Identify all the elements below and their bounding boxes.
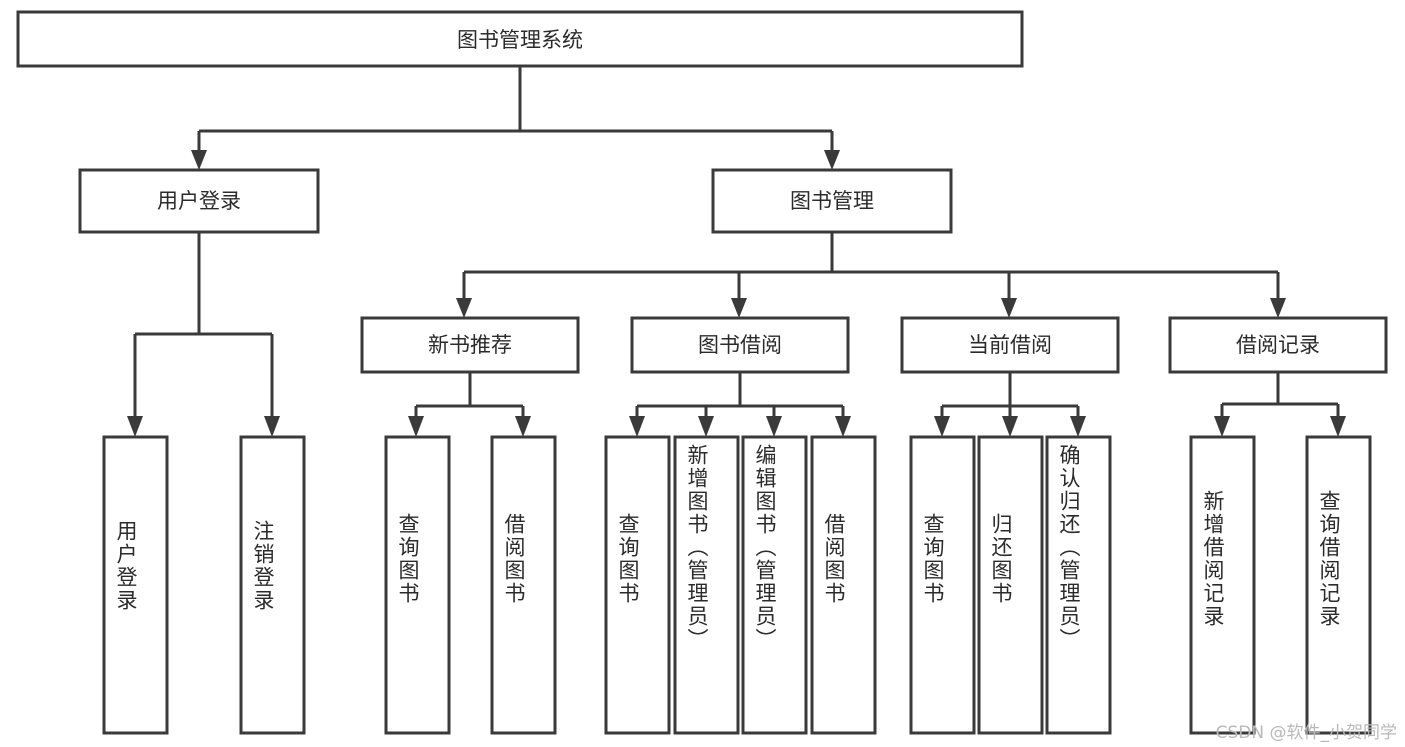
node-book-borrow-box[interactable]	[630, 316, 850, 374]
connector-user-login-to-leaves	[127, 232, 280, 437]
leaf-box-edit-book-admin[interactable]	[741, 435, 808, 735]
node-borrow-records-box[interactable]	[1168, 316, 1388, 374]
watermark-text: CSDN @软件_小贺同学	[1215, 723, 1397, 743]
node-new-book-recommend-label: 新书推荐	[428, 333, 512, 357]
node-current-borrow-label: 当前借阅	[968, 333, 1052, 357]
connector-root-to-level2	[191, 66, 840, 170]
node-root-box[interactable]	[16, 10, 1024, 68]
leaf-box-add-borrow-record[interactable]	[1189, 435, 1256, 735]
node-root-label: 图书管理系统	[457, 28, 583, 52]
node-book-management-box[interactable]	[711, 168, 953, 234]
leaf-box-query-book-recommend[interactable]	[384, 435, 451, 735]
node-current-borrow-box[interactable]	[900, 316, 1120, 374]
leaf-box-add-book-admin[interactable]	[673, 435, 740, 735]
node-book-management-label: 图书管理	[790, 189, 874, 213]
node-new-book-recommend-box[interactable]	[360, 316, 580, 374]
node-borrow-records-label: 借阅记录	[1236, 333, 1320, 357]
leaf-box-user-login[interactable]	[102, 435, 169, 735]
leaf-box-query-book-borrow[interactable]	[604, 435, 671, 735]
leaf-box-confirm-return-admin[interactable]	[1045, 435, 1112, 735]
connector-book-mgmt-to-level3	[456, 232, 1286, 318]
leaf-box-query-book-current[interactable]	[909, 435, 976, 735]
connector-new-book-to-leaves	[408, 372, 531, 437]
node-user-login-label: 用户登录	[157, 189, 241, 213]
leaf-box-borrow-book[interactable]	[810, 435, 877, 735]
connector-borrow-to-leaves	[629, 372, 851, 437]
leaf-box-query-borrow-record[interactable]	[1305, 435, 1372, 735]
leaf-box-borrow-book-recommend[interactable]	[490, 435, 557, 735]
connector-current-to-leaves	[934, 372, 1086, 437]
connector-records-to-leaves	[1214, 372, 1346, 437]
leaf-box-return-book[interactable]	[977, 435, 1044, 735]
leaf-box-logout[interactable]	[239, 435, 306, 735]
node-book-borrow-label: 图书借阅	[698, 333, 782, 357]
node-user-login-box[interactable]	[78, 168, 320, 234]
